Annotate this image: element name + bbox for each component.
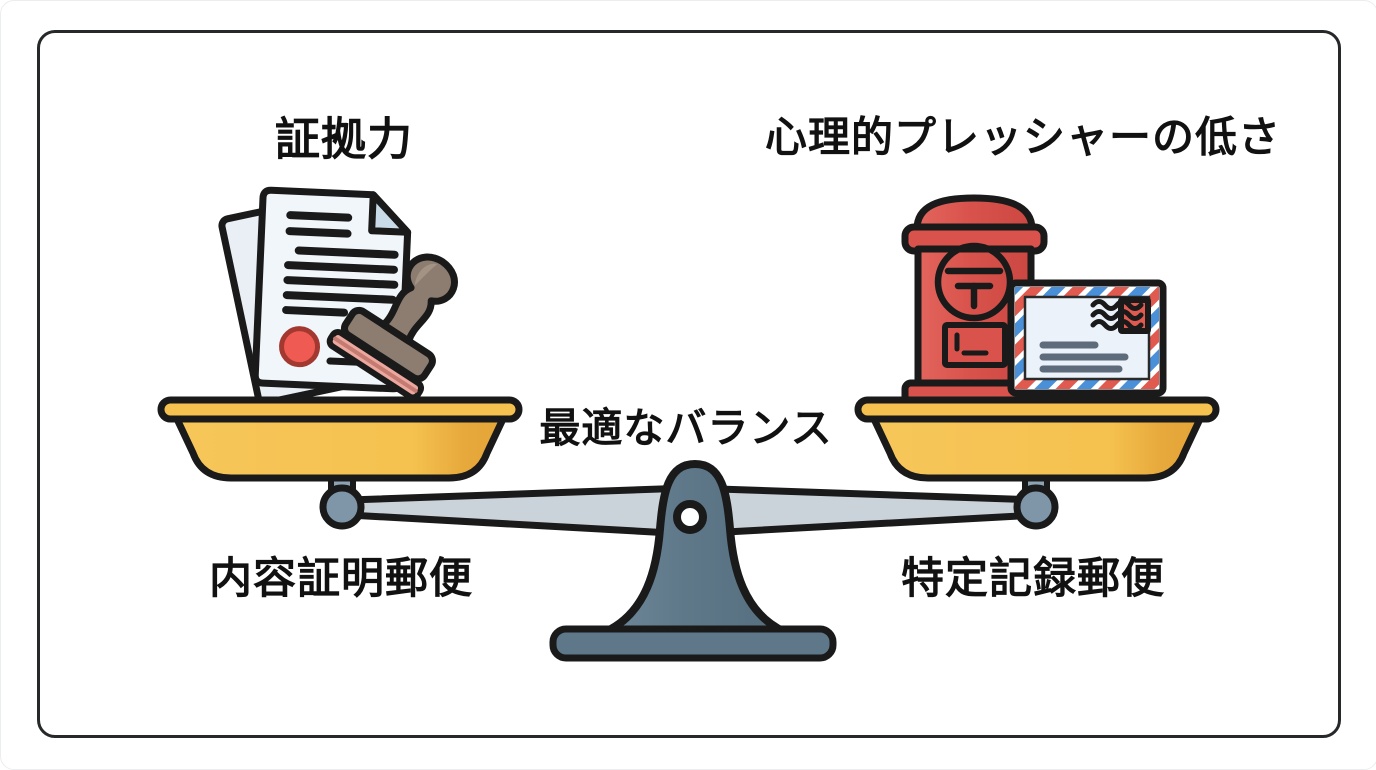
document-text-lines <box>282 211 399 317</box>
fulcrum-bell <box>601 460 789 636</box>
red-seal <box>279 326 321 368</box>
right-pan <box>854 396 1220 482</box>
stamp-handle <box>379 253 458 345</box>
left-pan-bowl <box>173 415 507 482</box>
right-pan-rim <box>854 396 1220 423</box>
left-pan-knob <box>319 484 365 530</box>
cancellation-wavy-lines <box>1090 299 1144 331</box>
right-pan-knob <box>1013 484 1059 530</box>
postbox-with-envelope-icon <box>901 194 1167 406</box>
right-pan-bowl <box>870 415 1204 482</box>
content-certified-mail-label: 内容証明郵便 <box>209 554 473 604</box>
rubber-stamp-icon <box>326 253 458 401</box>
registered-mail-label: 特定記録郵便 <box>901 554 1165 604</box>
left-pan-rim <box>157 396 523 423</box>
stamp-handle-highlight <box>414 263 438 286</box>
fulcrum-pivot-hole <box>673 500 707 534</box>
postbox-slot-plate <box>942 322 1008 368</box>
address-lines <box>1039 341 1129 373</box>
documents-with-stamp-icon <box>218 186 458 407</box>
page-fold <box>368 191 412 236</box>
low-pressure-label: 心理的プレッシャーの低さ <box>764 112 1282 162</box>
fulcrum-base <box>549 625 837 662</box>
evidence-strength-label: 証拠力 <box>274 112 414 166</box>
left-pan <box>157 396 523 482</box>
envelope-icon <box>1007 279 1167 397</box>
postal-mark-icon <box>944 267 1004 310</box>
optimal-balance-label: 最適なバランス <box>539 404 833 452</box>
